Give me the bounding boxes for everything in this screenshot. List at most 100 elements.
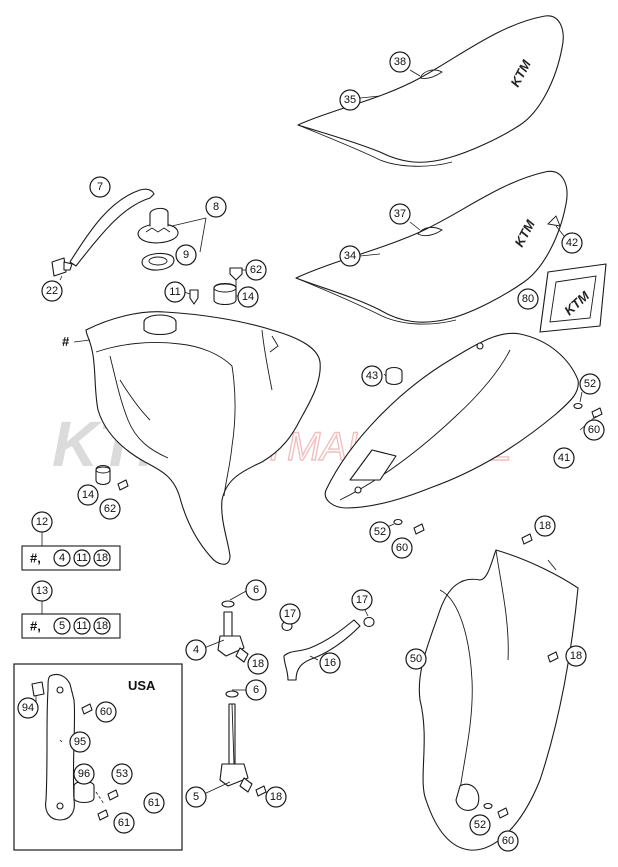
svg-text:4: 4 — [193, 644, 199, 656]
callout-96: 96 — [73, 763, 95, 785]
svg-text:60: 60 — [502, 835, 514, 847]
seat-lower: KTM — [295, 170, 568, 325]
svg-text:52: 52 — [374, 526, 386, 538]
callout-6-upper: 6 — [245, 579, 267, 601]
kit-12: #, 4 11 18 — [21, 531, 121, 571]
svg-text:18: 18 — [270, 791, 282, 803]
svg-text:16: 16 — [324, 657, 336, 669]
svg-text:6: 6 — [253, 584, 259, 596]
callout-17-right: 17 — [351, 589, 373, 611]
hash-marker: # — [62, 334, 70, 349]
callout-16: 16 — [319, 652, 341, 674]
callout-35: 35 — [339, 89, 361, 111]
callout-42: 42 — [561, 232, 583, 254]
breather-valve — [51, 257, 73, 277]
callout-52-mid: 52 — [369, 521, 391, 543]
callout-13: 13 — [31, 580, 53, 602]
callout-8: 8 — [205, 196, 227, 218]
callout-17-left: 17 — [279, 603, 301, 625]
fuel-tank — [85, 311, 321, 565]
kit-13-item-5: 5 — [53, 617, 71, 635]
usa-label: USA — [128, 678, 156, 693]
svg-text:13: 13 — [36, 585, 48, 597]
tank-hardware-lower — [95, 464, 129, 491]
svg-text:62: 62 — [104, 503, 116, 515]
svg-text:62: 62 — [250, 264, 262, 276]
svg-text:34: 34 — [344, 250, 356, 262]
svg-text:11: 11 — [169, 286, 180, 298]
kit-12-hash: #, — [30, 551, 41, 566]
callout-80: 80 — [517, 288, 539, 310]
callout-18-tap4: 18 — [247, 653, 269, 675]
svg-text:11: 11 — [76, 620, 87, 632]
seat-top: KTM — [297, 15, 564, 167]
spacer-43 — [385, 366, 403, 386]
kit-12-item-4: 4 — [53, 549, 71, 567]
svg-text:7: 7 — [97, 181, 103, 193]
fuel-tap-5 — [219, 690, 267, 797]
callout-9: 9 — [175, 244, 197, 266]
callout-5: 5 — [185, 786, 207, 808]
svg-text:37: 37 — [394, 208, 406, 220]
callout-53: 53 — [111, 763, 133, 785]
callout-60-usa: 60 — [95, 701, 117, 723]
kit-13-item-18: 18 — [93, 617, 111, 635]
svg-text:94: 94 — [22, 702, 34, 714]
callout-22: 22 — [41, 280, 63, 302]
callout-60-right: 60 — [583, 419, 605, 441]
callout-38: 38 — [389, 51, 411, 73]
callout-52-bottom: 52 — [469, 814, 491, 836]
callout-14-lower: 14 — [77, 484, 99, 506]
svg-text:60: 60 — [396, 542, 408, 554]
svg-text:18: 18 — [570, 650, 582, 662]
svg-text:14: 14 — [242, 291, 254, 303]
shroud-hardware — [483, 533, 559, 819]
radiator-shroud — [418, 549, 579, 851]
svg-text:17: 17 — [356, 594, 368, 606]
callout-62-lower: 62 — [99, 498, 121, 520]
svg-text:6: 6 — [253, 684, 259, 696]
panel-hardware — [393, 402, 603, 535]
svg-text:17: 17 — [284, 608, 296, 620]
kit-13: #, 5 11 18 — [21, 600, 121, 639]
callout-4: 4 — [185, 639, 207, 661]
svg-text:9: 9 — [183, 249, 189, 261]
svg-text:60: 60 — [100, 706, 112, 718]
filler-cap — [137, 207, 179, 271]
callout-61-right: 61 — [143, 792, 165, 814]
callout-61-left: 61 — [113, 812, 135, 834]
svg-text:38: 38 — [394, 56, 406, 68]
svg-text:61: 61 — [118, 817, 130, 829]
kit-13-hash: #, — [30, 619, 41, 634]
sticker: KTM — [539, 263, 607, 333]
svg-text:35: 35 — [344, 94, 356, 106]
svg-text:80: 80 — [522, 293, 534, 305]
callout-6-lower: 6 — [245, 679, 267, 701]
svg-text:5: 5 — [59, 620, 65, 632]
svg-text:4: 4 — [59, 552, 65, 564]
callout-34: 34 — [339, 245, 361, 267]
svg-text:11: 11 — [76, 552, 87, 564]
svg-text:18: 18 — [252, 658, 264, 670]
callout-11: 11 — [164, 281, 186, 303]
callout-37: 37 — [389, 203, 411, 225]
side-panel — [324, 332, 579, 509]
callout-18-shroud-mid: 18 — [565, 645, 587, 667]
svg-text:43: 43 — [366, 370, 378, 382]
svg-text:61: 61 — [148, 797, 160, 809]
kit-12-item-18: 18 — [93, 549, 111, 567]
callout-18-tap5: 18 — [265, 786, 287, 808]
callout-60-mid: 60 — [391, 537, 413, 559]
svg-text:22: 22 — [46, 285, 58, 297]
svg-text:14: 14 — [82, 489, 94, 501]
svg-text:12: 12 — [36, 516, 48, 528]
callout-94: 94 — [17, 697, 39, 719]
svg-text:53: 53 — [116, 768, 128, 780]
kit-13-item-11: 11 — [73, 617, 91, 635]
usa-box: USA — [13, 663, 183, 851]
callout-14-top: 14 — [237, 286, 259, 308]
svg-text:41: 41 — [558, 452, 570, 464]
svg-text:18: 18 — [96, 552, 108, 564]
